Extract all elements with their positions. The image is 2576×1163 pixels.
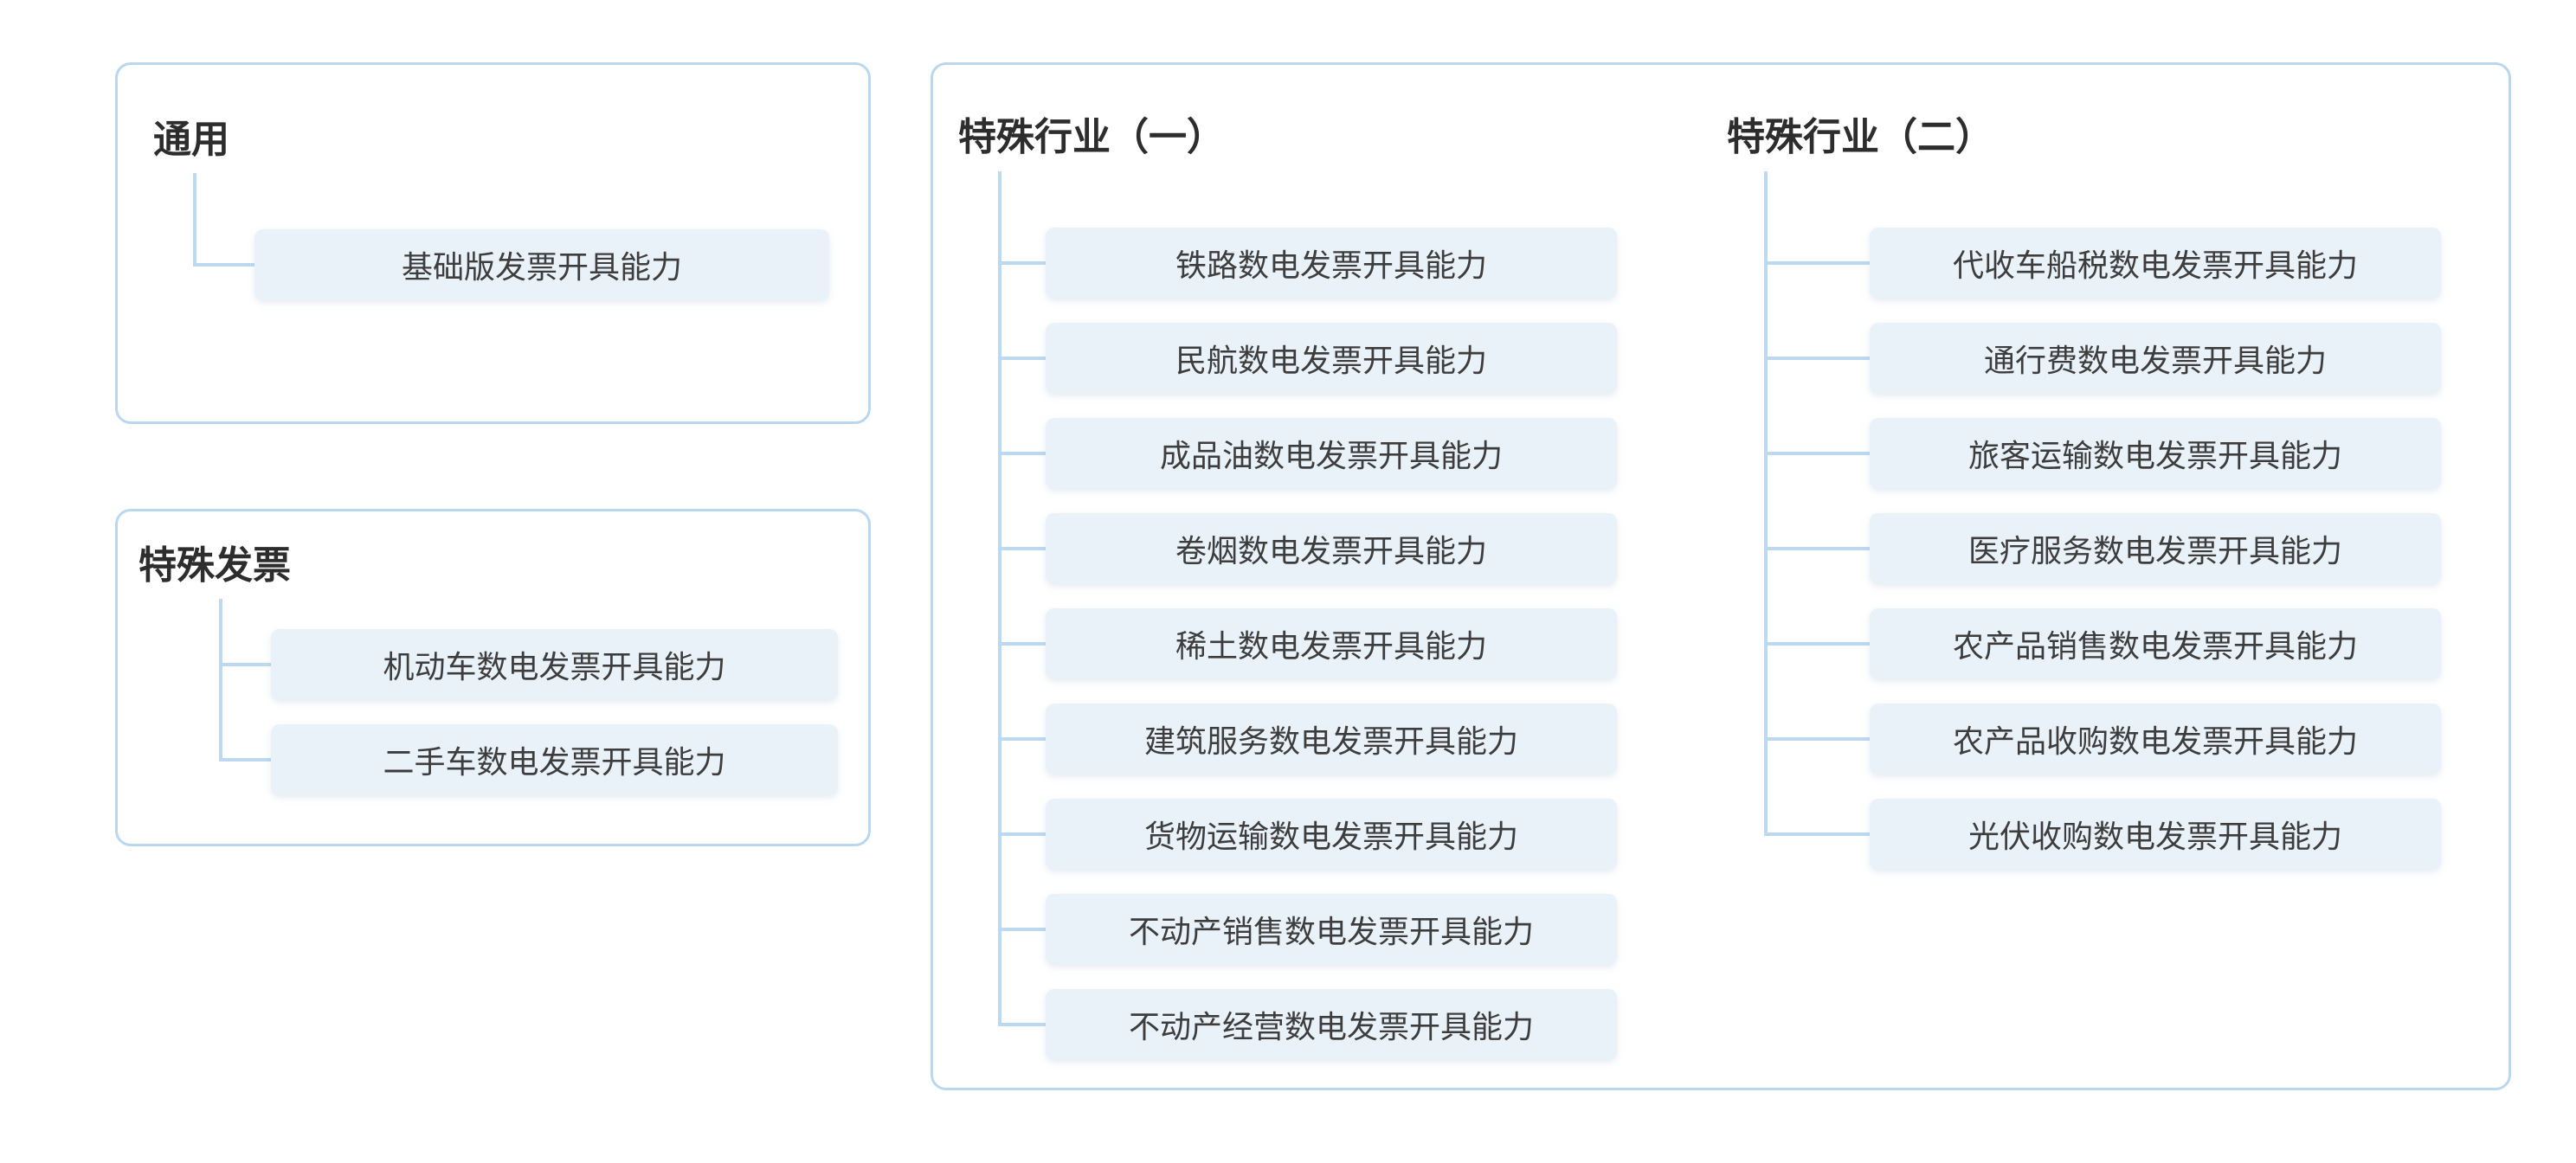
connector-hline <box>998 547 1046 550</box>
node-photovoltaic-purchase[interactable]: 光伏收购数电发票开具能力 <box>1870 799 2441 870</box>
node-agricultural-purchase[interactable]: 农产品收购数电发票开具能力 <box>1870 704 2441 774</box>
node-freight-transport[interactable]: 货物运输数电发票开具能力 <box>1046 799 1617 870</box>
node-rare-earth[interactable]: 稀土数电发票开具能力 <box>1046 608 1617 679</box>
node-railway[interactable]: 铁路数电发票开具能力 <box>1046 228 1617 299</box>
node-toll-fee[interactable]: 通行费数电发票开具能力 <box>1870 323 2441 394</box>
connector-vline-special-industry-2 <box>1764 171 1768 836</box>
connector-hline <box>998 928 1046 931</box>
node-refined-oil[interactable]: 成品油数电发票开具能力 <box>1046 418 1617 489</box>
node-passenger-transport[interactable]: 旅客运输数电发票开具能力 <box>1870 418 2441 489</box>
connector-vline-general <box>193 173 196 267</box>
connector-hline <box>998 357 1046 360</box>
node-agricultural-sale[interactable]: 农产品销售数电发票开具能力 <box>1870 608 2441 679</box>
node-cigarette[interactable]: 卷烟数电发票开具能力 <box>1046 513 1617 584</box>
connector-hline <box>193 263 254 267</box>
group-title-general[interactable]: 通用 <box>153 119 229 161</box>
connector-hline <box>1764 832 1870 836</box>
connector-hline <box>1764 737 1870 741</box>
connector-hline <box>998 737 1046 741</box>
connector-hline <box>1764 261 1870 265</box>
connector-hline <box>219 758 271 761</box>
node-vehicle-vessel-tax[interactable]: 代收车船税数电发票开具能力 <box>1870 228 2441 299</box>
connector-hline <box>998 261 1046 265</box>
node-real-estate-operation[interactable]: 不动产经营数电发票开具能力 <box>1046 989 1617 1060</box>
node-construction-service[interactable]: 建筑服务数电发票开具能力 <box>1046 704 1617 774</box>
connector-hline <box>1764 547 1870 550</box>
connector-hline <box>1764 357 1870 360</box>
node-medical-service[interactable]: 医疗服务数电发票开具能力 <box>1870 513 2441 584</box>
connector-hline <box>1764 452 1870 455</box>
node-basic-invoice[interactable]: 基础版发票开具能力 <box>254 229 829 300</box>
connector-hline <box>998 1023 1046 1026</box>
connector-hline <box>998 452 1046 455</box>
node-real-estate-sale[interactable]: 不动产销售数电发票开具能力 <box>1046 894 1617 965</box>
connector-hline <box>998 832 1046 836</box>
connector-hline <box>219 663 271 666</box>
group-title-special-industry-2[interactable]: 特殊行业（二） <box>1727 116 1993 158</box>
connector-hline <box>998 642 1046 646</box>
group-title-special-industry-1[interactable]: 特殊行业（一） <box>958 116 1225 158</box>
connector-vline-special-invoice <box>219 599 222 761</box>
node-civil-aviation[interactable]: 民航数电发票开具能力 <box>1046 323 1617 394</box>
node-used-car[interactable]: 二手车数电发票开具能力 <box>271 724 838 795</box>
node-motor-vehicle[interactable]: 机动车数电发票开具能力 <box>271 629 838 700</box>
connector-hline <box>1764 642 1870 646</box>
connector-vline-special-industry-1 <box>998 171 1001 1026</box>
group-title-special-invoice[interactable]: 特殊发票 <box>138 544 291 587</box>
